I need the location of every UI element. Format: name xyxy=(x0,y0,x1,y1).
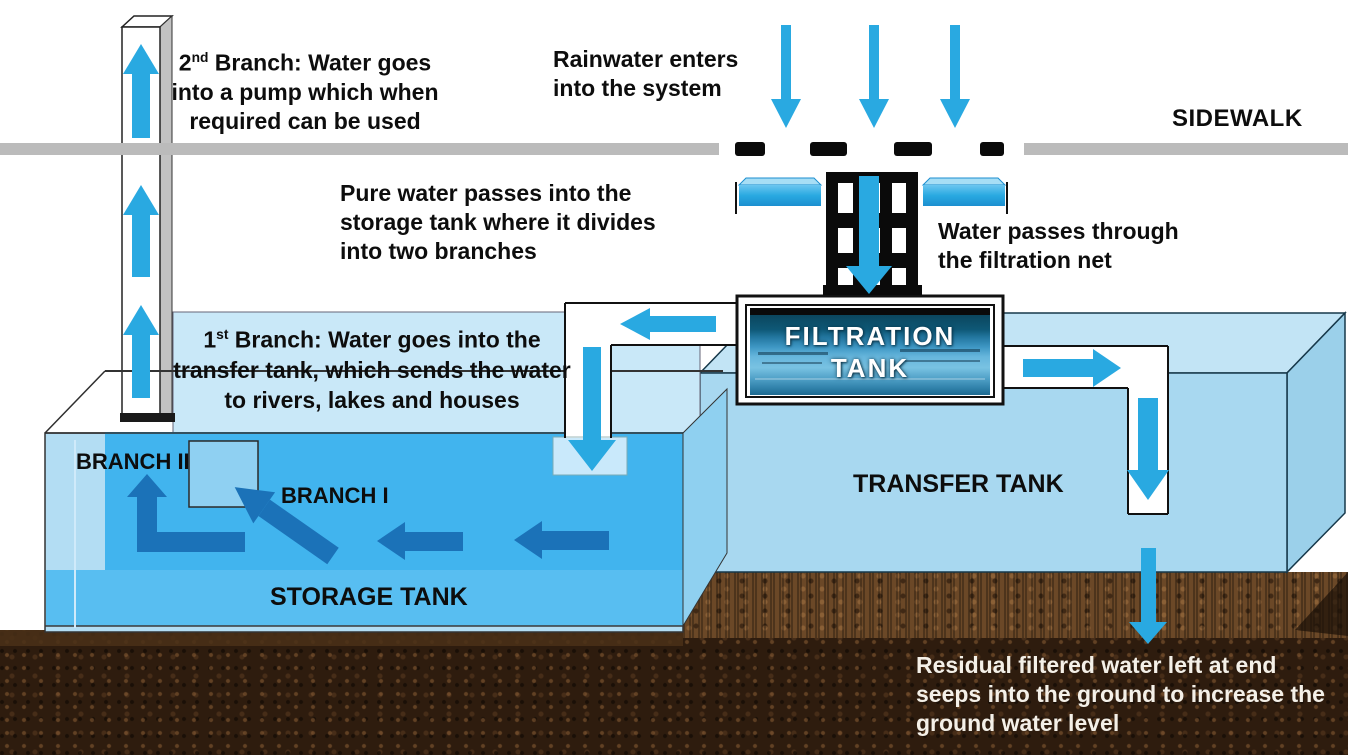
filtration-tank-lid xyxy=(750,308,990,315)
tank-shadow xyxy=(1295,572,1348,636)
branch1-note: 1st Branch: Water goes into the transfer… xyxy=(172,320,572,415)
filtration-tank-box xyxy=(735,294,1005,406)
tower-up-arrow-1-icon xyxy=(123,44,159,138)
branch2-note: 2nd Branch: Water goes into a pump which… xyxy=(155,43,455,136)
branch-ii-label: BRANCH II xyxy=(76,449,190,474)
transfer-pipe-down-arrow-icon xyxy=(1127,398,1169,500)
sidewalk-surface xyxy=(0,142,1348,156)
branch-i-label: BRANCH I xyxy=(281,483,389,508)
branch2-ordinal: nd xyxy=(191,50,209,65)
to-storage-left-arrow-icon xyxy=(620,308,716,340)
branch2-text: Branch: Water goes into a pump which whe… xyxy=(171,49,439,134)
soil-top-band xyxy=(683,572,1348,638)
rain-arrow-3-icon xyxy=(940,25,970,128)
rainwater-note: Rainwater enters into the system xyxy=(553,46,739,101)
tower-up-arrow-2-icon xyxy=(123,185,159,277)
gutter-right-top xyxy=(921,177,1007,186)
sidewalk-label: SIDEWALK xyxy=(1172,105,1303,132)
gutter-left xyxy=(739,185,821,206)
branch2-number: 2 xyxy=(178,49,192,76)
residual-water-note: Residual filtered water left at end seep… xyxy=(916,652,1325,736)
seepage-down-arrow-icon xyxy=(1129,548,1167,644)
storage-tank-label: STORAGE TANK xyxy=(270,583,468,611)
transfer-tank-label: TRANSFER TANK xyxy=(853,470,1064,498)
rain-arrow-1-icon xyxy=(771,25,801,128)
branch1-text: Branch: Water goes into the transfer tan… xyxy=(173,326,571,413)
storage-tank-lower-wall xyxy=(46,570,683,626)
filtration-tank-label-line1: FILTRATION xyxy=(784,321,956,351)
branch2-flow-arrow-icon xyxy=(127,474,245,552)
net-down-arrow-icon xyxy=(846,176,892,294)
sidewalk-bar-right xyxy=(1024,143,1348,155)
pipe-to-transfer xyxy=(1001,345,1169,515)
gutter-right xyxy=(923,185,1005,206)
sidewalk-bar-left xyxy=(0,143,719,155)
filtration-tank-label-line2: TANK xyxy=(830,353,910,383)
storage-left-arrow-2-icon xyxy=(514,521,609,559)
soil-left-band xyxy=(0,630,683,646)
storage-tank-corner-edge xyxy=(44,370,106,434)
flow-arrows xyxy=(123,25,1169,644)
into-storage-down-arrow-icon xyxy=(568,347,616,471)
filtration-tank-label: FILTRATION TANK xyxy=(745,320,995,384)
pure-water-note: Pure water passes into the storage tank … xyxy=(340,180,656,264)
filtration-net-note: Water passes through the filtration net xyxy=(938,218,1179,273)
pump-tower-base xyxy=(120,413,175,422)
branch1-ordinal: st xyxy=(216,327,229,342)
branch1-number: 1 xyxy=(203,326,217,353)
filtration-net xyxy=(823,172,922,295)
to-transfer-right-arrow-icon xyxy=(1023,349,1121,387)
tower-up-arrow-3-icon xyxy=(123,305,159,398)
storage-left-arrow-1-icon xyxy=(377,522,463,560)
drain-grate xyxy=(735,142,1004,156)
storage-tank-right-face xyxy=(682,387,728,628)
inlet-gutters xyxy=(735,177,1008,214)
gutter-left-top xyxy=(737,177,823,186)
branch1-flow-arrow-icon xyxy=(234,487,339,565)
rain-arrow-2-icon xyxy=(859,25,889,128)
